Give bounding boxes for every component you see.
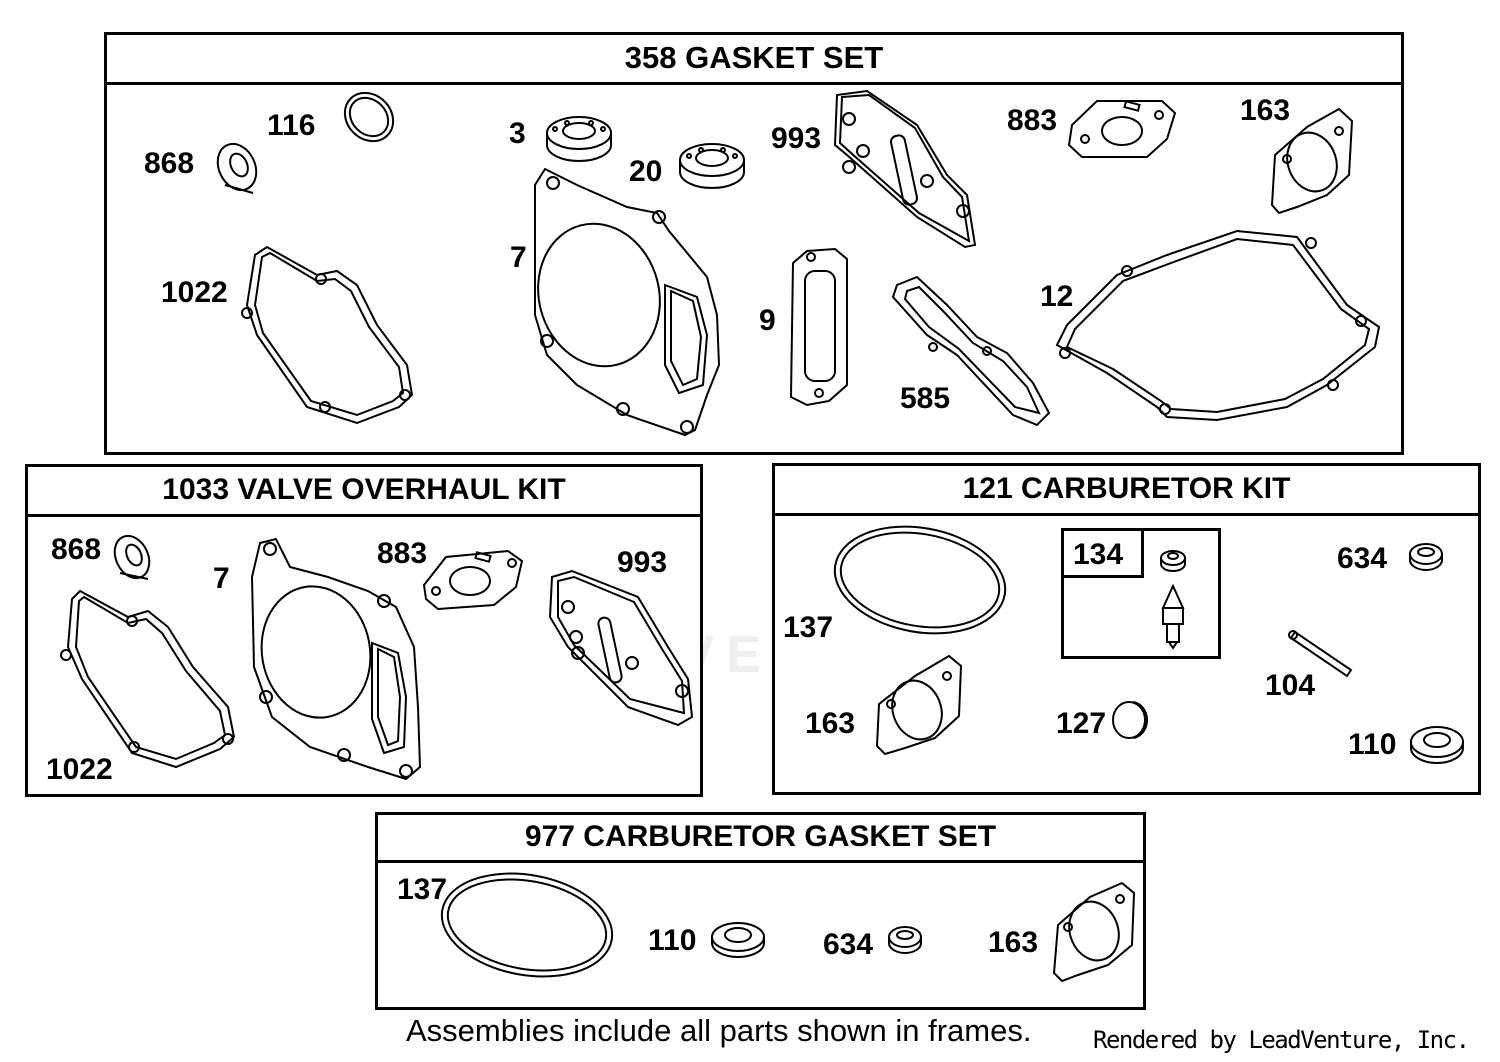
label-868: 868	[51, 533, 102, 566]
label-163: 163	[988, 926, 1039, 959]
oil-seal-868-icon	[211, 138, 264, 197]
oil-seal-868-icon	[108, 530, 156, 583]
label-116: 116	[267, 109, 316, 142]
plate-993-icon	[835, 91, 975, 247]
label-163: 163	[1240, 94, 1291, 127]
carb-kit-parts	[775, 466, 1484, 798]
frame-title: 358 GASKET SET	[107, 35, 1401, 85]
crankcase-gasket-12-icon	[1057, 231, 1379, 420]
washer-110-icon	[712, 923, 764, 957]
label-868: 868	[144, 147, 195, 180]
valve-cover-gasket-1022-icon	[61, 591, 234, 767]
exhaust-gasket-9-icon	[791, 249, 847, 405]
carb-gasket-set-parts	[378, 815, 1149, 1013]
welch-plug-127-icon	[1113, 702, 1147, 738]
label-127: 127	[1056, 707, 1107, 740]
oil-seal-3-icon	[547, 117, 611, 161]
label-110: 110	[648, 924, 697, 957]
frame-gasket-set: 358 GASKET SET	[104, 32, 1404, 455]
label-993: 993	[617, 546, 668, 579]
pin-104-icon	[1289, 631, 1351, 676]
washer-634-icon	[1410, 544, 1442, 570]
breather-gasket-585-icon	[893, 277, 1049, 425]
label-883: 883	[377, 537, 428, 570]
needle-seat-label-box	[1061, 528, 1144, 578]
label-12: 12	[1040, 280, 1074, 313]
carb-gasket-163-icon	[1272, 109, 1352, 213]
washer-634-icon	[889, 927, 921, 953]
frame-title: 1033 VALVE OVERHAUL KIT	[28, 467, 700, 517]
head-gasket-7-icon	[522, 169, 719, 435]
label-137: 137	[783, 611, 834, 644]
frame-valve-overhaul-kit: 1033 VALVE OVERHAUL KIT	[25, 464, 703, 797]
label-20: 20	[629, 155, 663, 188]
needle-seat-134-icon	[1161, 551, 1185, 648]
frame-carburetor-kit: 121 CARBURETOR KIT	[772, 463, 1481, 795]
gasket-set-parts	[107, 35, 1407, 458]
footer-credit: Rendered by LeadVenture, Inc.	[1093, 1026, 1470, 1054]
label-110: 110	[1348, 728, 1397, 761]
label-163: 163	[805, 707, 856, 740]
carb-gasket-163-icon	[1054, 883, 1134, 981]
label-1022: 1022	[46, 753, 113, 786]
intake-gasket-883-icon	[424, 551, 522, 609]
frame-title: 121 CARBURETOR KIT	[775, 466, 1478, 516]
label-7: 7	[213, 562, 230, 595]
o-ring-137-icon	[826, 514, 1013, 646]
o-ring-137-icon	[434, 861, 621, 989]
carb-gasket-163-icon	[877, 656, 961, 754]
oil-seal-20-icon	[680, 144, 744, 188]
label-634: 634	[823, 928, 874, 961]
o-ring-116-icon	[335, 83, 403, 151]
valve-kit-parts	[28, 467, 706, 800]
label-104: 104	[1265, 669, 1316, 702]
intake-gasket-883-icon	[1069, 101, 1175, 157]
label-883: 883	[1007, 104, 1058, 137]
label-134: 134	[1073, 538, 1124, 571]
footer-note: Assemblies include all parts shown in fr…	[406, 1013, 1032, 1048]
label-634: 634	[1337, 542, 1388, 575]
head-gasket-7-icon	[251, 539, 420, 779]
valve-cover-gasket-1022-icon	[242, 247, 412, 423]
label-3: 3	[509, 117, 526, 150]
label-7: 7	[510, 241, 527, 274]
label-993: 993	[771, 122, 822, 155]
plate-993-icon	[550, 571, 692, 725]
frame-title: 977 CARBURETOR GASKET SET	[378, 815, 1143, 863]
label-1022: 1022	[161, 276, 228, 309]
label-137: 137	[397, 873, 448, 906]
frame-carburetor-gasket-set: 977 CARBURETOR GASKET SET 137 110 634 16…	[375, 812, 1146, 1010]
label-585: 585	[900, 382, 951, 415]
label-9: 9	[759, 304, 776, 337]
washer-110-icon	[1411, 727, 1463, 763]
